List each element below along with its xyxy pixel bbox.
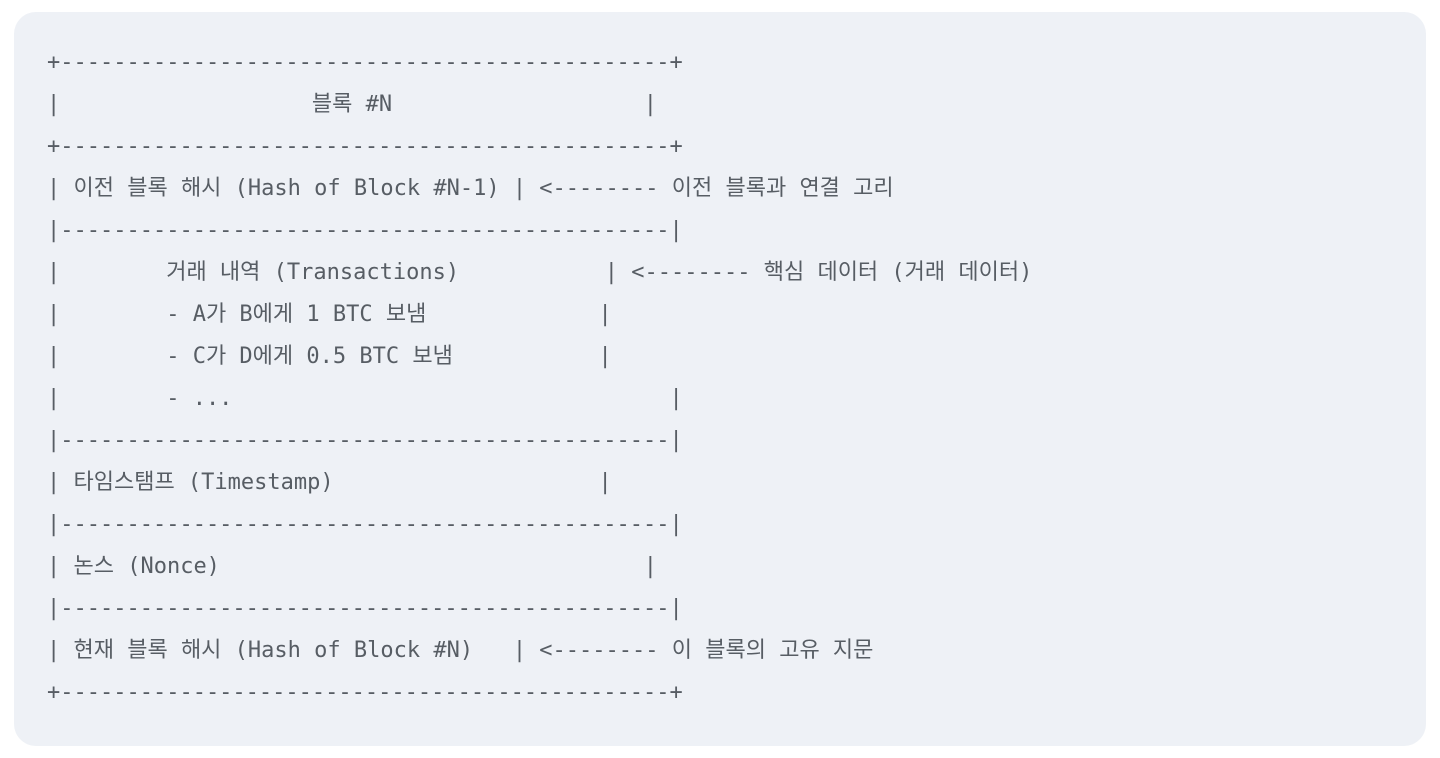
ascii-line-current-hash: | 현재 블록 해시 (Hash of Block #N) | <-------… (47, 638, 874, 663)
ascii-line-prev-hash: | 이전 블록 해시 (Hash of Block #N-1) | <-----… (47, 176, 894, 201)
ascii-line-separator: |---------------------------------------… (47, 512, 683, 537)
ascii-line-block-title: | 블록 #N | (47, 92, 658, 117)
ascii-line-tx-1: | - A가 B에게 1 BTC 보냄 | (47, 302, 612, 327)
ascii-line-timestamp: | 타임스탬프 (Timestamp) | (47, 470, 612, 495)
ascii-line-nonce: | 논스 (Nonce) | (47, 554, 658, 579)
blockchain-block-ascii-diagram: +---------------------------------------… (47, 42, 1032, 714)
ascii-line: +---------------------------------------… (47, 134, 683, 159)
message-card: +---------------------------------------… (14, 12, 1426, 746)
ascii-line-separator: |---------------------------------------… (47, 596, 683, 621)
ascii-line: +---------------------------------------… (47, 50, 683, 75)
ascii-line-tx-2: | - C가 D에게 0.5 BTC 보냄 | (47, 344, 612, 369)
ascii-line-separator: |---------------------------------------… (47, 218, 683, 243)
ascii-line-tx-more: | - ... | (47, 386, 683, 411)
ascii-line: +---------------------------------------… (47, 680, 683, 705)
ascii-line-separator: |---------------------------------------… (47, 428, 683, 453)
ascii-line-transactions: | 거래 내역 (Transactions) | <-------- 핵심 데이… (47, 260, 1033, 285)
